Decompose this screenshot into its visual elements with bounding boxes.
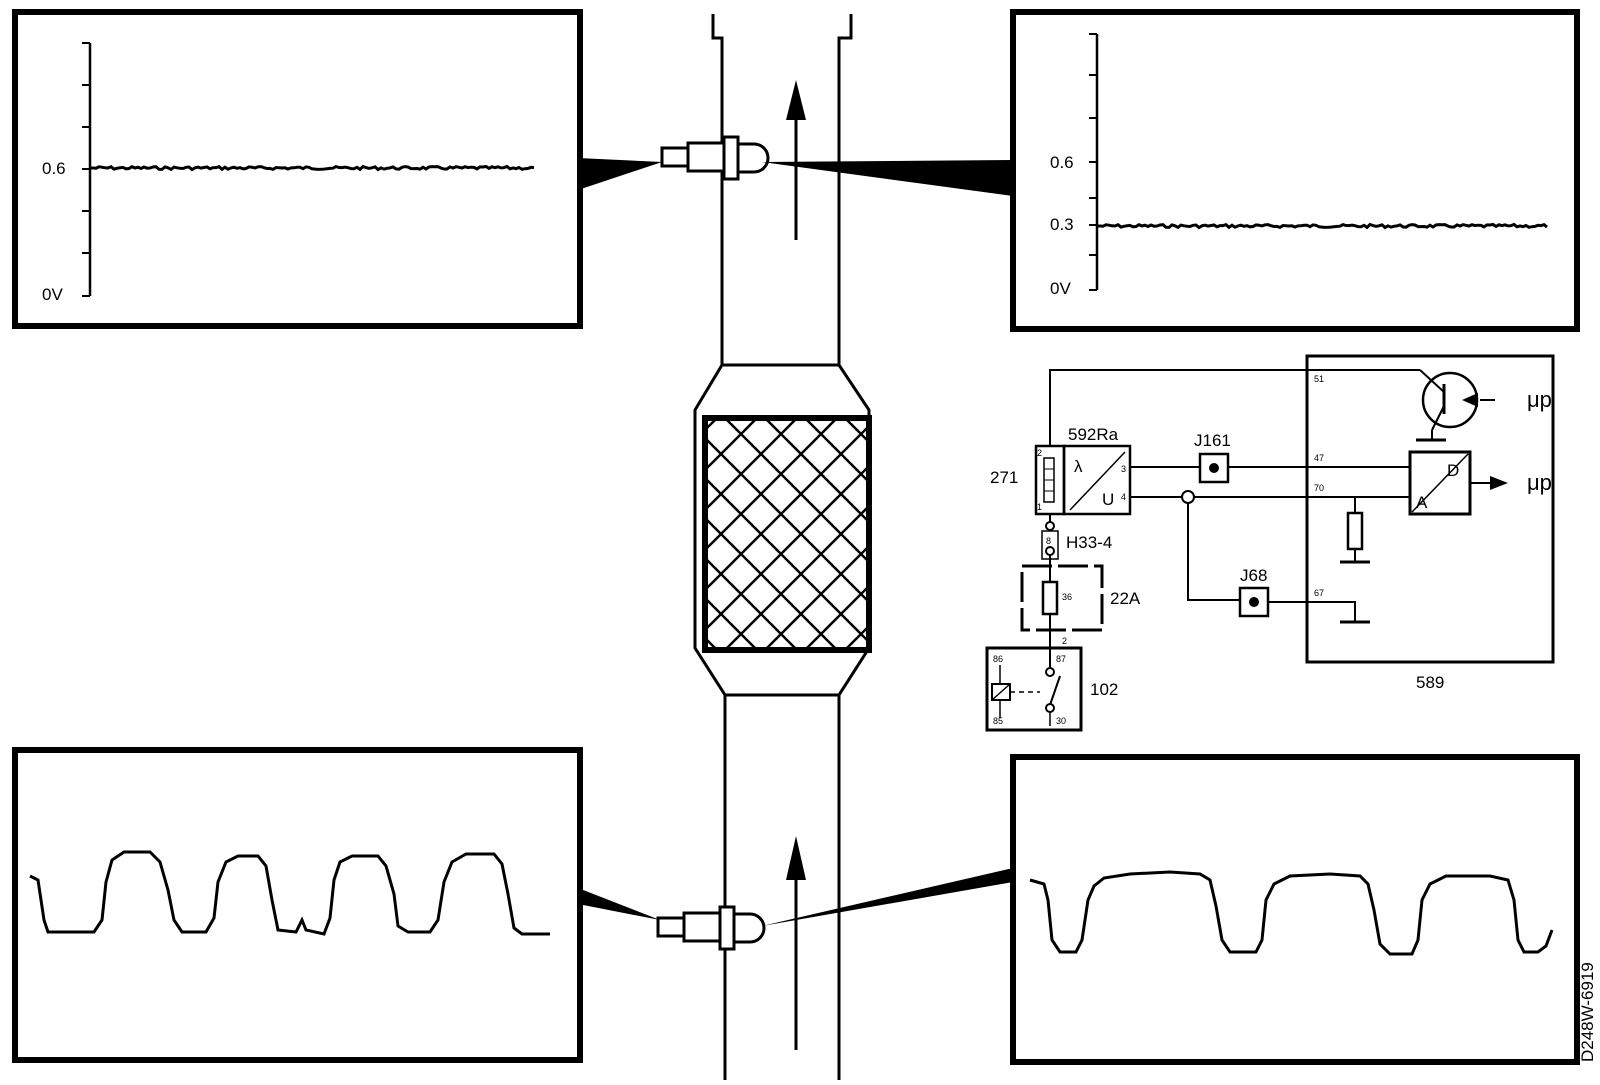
scope-oscillating-right (1010, 754, 1580, 1065)
figure-id: D248W-6919 (1578, 962, 1597, 1062)
adc-analog-label: A (1416, 493, 1428, 512)
pin-label: 67 (1314, 588, 1324, 598)
pin-label: 2 (1037, 448, 1042, 458)
wiring-schematic: 589 2 1 271 λ U 3 4 592Ra 51 μ (985, 354, 1555, 732)
fuse-box (1020, 564, 1104, 632)
pin-label: 85 (993, 716, 1003, 726)
tick-label-0-3: 0.3 (1050, 215, 1074, 234)
pin-label: 2 (1062, 636, 1067, 646)
upstream-lambda-sensor (660, 135, 770, 181)
catalyst-mesh (702, 415, 872, 653)
adc-digital-label: D (1447, 461, 1459, 480)
relay-box (985, 646, 1083, 732)
pin-label: 30 (1056, 716, 1066, 726)
scope-oscillating-left (12, 747, 583, 1063)
connector-label: H33-4 (1066, 533, 1112, 552)
relay-label: 102 (1090, 680, 1118, 699)
pin-label: 87 (1056, 654, 1066, 664)
oscillating-trace-left (29, 850, 550, 936)
ecu-box (1305, 354, 1555, 664)
flow-arrow-upper (786, 80, 806, 240)
ecu-label: 589 (1416, 673, 1444, 692)
pin-label: 3 (1121, 464, 1126, 474)
fuse-label: 22A (1110, 589, 1141, 608)
junction-label: J161 (1194, 431, 1231, 450)
tick-label-0v: 0V (1050, 279, 1071, 298)
pin-label: 8 (1046, 536, 1051, 546)
tick-label-0v: 0V (42, 285, 63, 304)
scope-downstream-right: 0.6 0.3 0V (1010, 9, 1580, 332)
tick-label-0-6: 0.6 (1050, 153, 1074, 172)
pin-label: 51 (1314, 374, 1324, 384)
pin-label: 86 (993, 654, 1003, 664)
oscillating-trace-right (1029, 870, 1554, 956)
converter-box (1062, 444, 1132, 516)
pin-label: 70 (1314, 483, 1324, 493)
upstream-steady-trace (90, 164, 535, 172)
tick-label-0-6: 0.6 (42, 159, 66, 178)
downstream-lambda-sensor (656, 905, 766, 951)
converter-input-symbol: λ (1074, 457, 1083, 476)
converter-output-symbol: U (1102, 490, 1114, 509)
transistor-symbol (1416, 369, 1495, 442)
pin-label: 47 (1314, 453, 1324, 463)
pin-label: 36 (1062, 592, 1072, 602)
pin-label: 1 (1037, 502, 1042, 512)
scope-pointers (578, 158, 1013, 926)
scope-upstream-left: 0.6 0V (12, 9, 583, 329)
junction-label: J68 (1240, 566, 1267, 585)
downstream-steady-trace (1097, 222, 1548, 230)
exhaust-pipe (693, 14, 871, 1080)
flow-arrow-lower (786, 836, 806, 1050)
ecu-output-mup-1: μp (1527, 387, 1552, 412)
ecu-output-mup-2: μp (1527, 470, 1552, 495)
pin-label: 4 (1121, 492, 1126, 502)
converter-label: 592Ra (1068, 425, 1119, 444)
sensor-label: 271 (990, 468, 1018, 487)
